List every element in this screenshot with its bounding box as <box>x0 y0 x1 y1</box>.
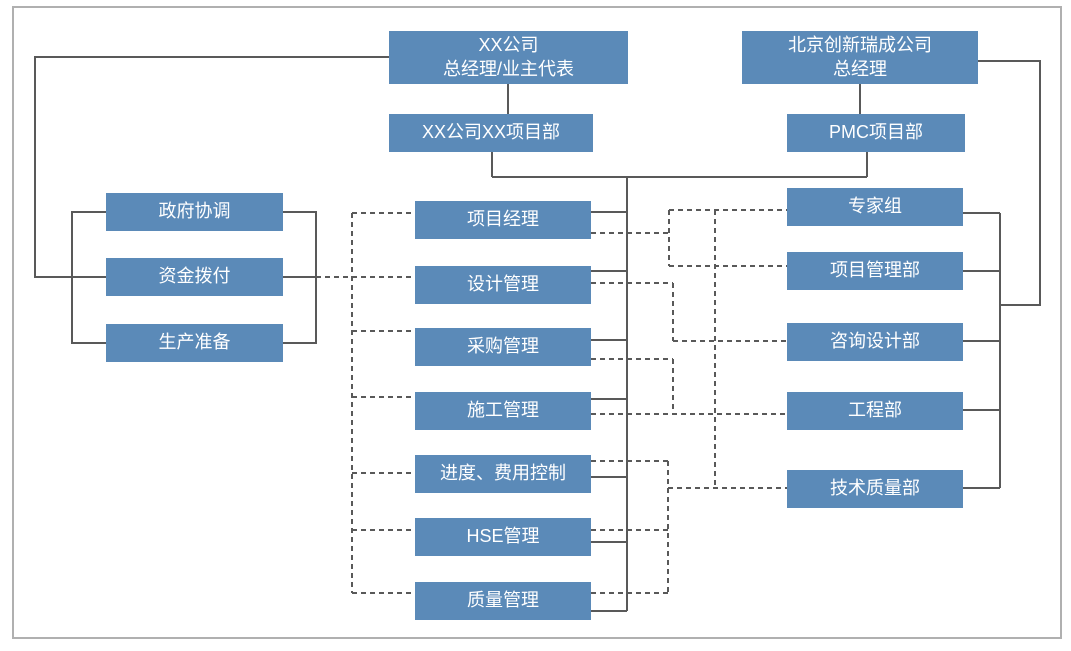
node-expert-group: 专家组 <box>787 188 963 226</box>
node-project-manager: 项目经理 <box>415 201 591 239</box>
node-schedule-cost-control: 进度、费用控制 <box>415 455 591 493</box>
node-production-prep: 生产准备 <box>106 324 283 362</box>
node-owner-gm: XX公司 总经理/业主代表 <box>389 31 628 84</box>
node-project-mgmt-dept: 项目管理部 <box>787 252 963 290</box>
node-tech-quality-dept: 技术质量部 <box>787 470 963 508</box>
node-consulting-design-dept: 咨询设计部 <box>787 323 963 361</box>
node-hse-mgmt: HSE管理 <box>415 518 591 556</box>
diagram-border <box>12 6 1062 639</box>
node-owner-project-dept: XX公司XX项目部 <box>389 114 593 152</box>
node-pmc-gm: 北京创新瑞成公司 总经理 <box>742 31 978 84</box>
node-engineering-dept: 工程部 <box>787 392 963 430</box>
node-design-mgmt: 设计管理 <box>415 266 591 304</box>
node-fund-allocation: 资金拨付 <box>106 258 283 296</box>
node-gov-coordination: 政府协调 <box>106 193 283 231</box>
node-pmc-dept: PMC项目部 <box>787 114 965 152</box>
node-quality-mgmt: 质量管理 <box>415 582 591 620</box>
node-construction-mgmt: 施工管理 <box>415 392 591 430</box>
node-procurement-mgmt: 采购管理 <box>415 328 591 366</box>
